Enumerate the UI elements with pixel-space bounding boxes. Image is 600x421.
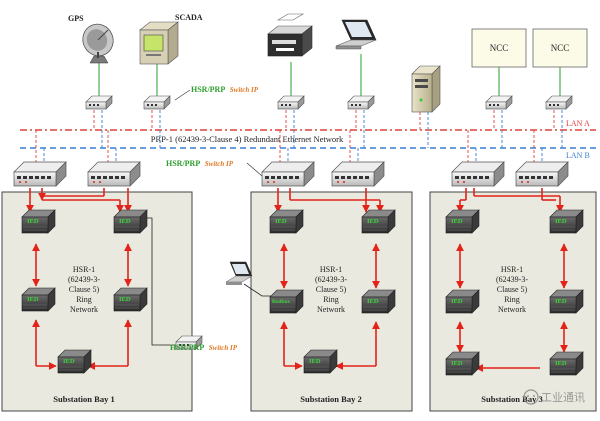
switch-ncc-1 [485, 95, 513, 110]
bay3-ring-label: HSR-1 (62439-3- Clause 5) Ring Network [496, 265, 528, 314]
ring-line1: HSR-1 [501, 265, 523, 274]
hsr-prp-pointer-mid [246, 162, 263, 177]
redbox-label: Redbox [272, 299, 290, 305]
ied-label: IED [555, 298, 567, 305]
ring-line1: HSR-1 [320, 265, 342, 274]
scada-icon [139, 21, 179, 65]
laptop-icon [335, 19, 377, 50]
ied-label: IED [555, 218, 567, 225]
bay2-laptop-link [243, 283, 272, 297]
ied-label: IED [27, 296, 39, 303]
ied-label: IED [451, 218, 463, 225]
lan-a-label: LAN A [566, 119, 590, 128]
ring-line5: Network [498, 305, 526, 314]
hsr-prp-label-mid: HSR/PRP Switch IP [166, 159, 234, 168]
ied-label: IED [119, 218, 131, 225]
switch-scada [143, 95, 171, 110]
switch-ncc-2 [545, 95, 573, 110]
watermark-text: 工业通讯 [541, 391, 585, 404]
ied-label: IED [367, 218, 379, 225]
bay1-switch-left [13, 161, 67, 187]
ring-line3: Clause 5) [497, 285, 528, 294]
ring-labels: HSR-1 (62439-3- Clause 5) Ring Network H… [68, 265, 528, 314]
bay2-laptop-icon [225, 261, 253, 285]
ied-label: IED [555, 360, 567, 367]
ring-links [26, 188, 568, 372]
ied-label: IED [63, 358, 75, 365]
switch-gps [85, 95, 113, 110]
ring-line4: Ring [323, 295, 339, 304]
uplink-lines [98, 54, 561, 96]
ied-label: IED [119, 296, 131, 303]
bay2-ring-label: HSR-1 (62439-3- Clause 5) Ring Network [315, 265, 347, 314]
ncc-label-1: NCC [490, 43, 509, 53]
ied-labels: IED IED IED IED IED IED IED Redbox IED I… [27, 218, 567, 367]
bay1-title: Substation Bay 1 [53, 394, 114, 404]
printer-icon [267, 13, 313, 57]
gps-icon [82, 23, 114, 64]
hsr-prp-label-top: HSR/PRP Switch IP [191, 85, 259, 94]
ied-label: IED [451, 360, 463, 367]
ncc-label-2: NCC [551, 43, 570, 53]
bay3-switch-left [451, 161, 505, 187]
ring-line3: Clause 5) [69, 285, 100, 294]
prp-network-label: PRP-1 (62439-3-Clause 4) Redundant Ether… [151, 134, 344, 144]
switch-printer [277, 95, 305, 110]
ied-label: IED [275, 218, 287, 225]
ring-line2: (62439-3- [496, 275, 528, 284]
bay3-switch-right [515, 161, 569, 187]
wechat-icon [523, 389, 539, 405]
ring-line2: (62439-3- [315, 275, 347, 284]
ring-line2: (62439-3- [68, 275, 100, 284]
watermark: 工业通讯 [523, 389, 585, 405]
ring-line4: Ring [504, 295, 520, 304]
lan-b-label: LAN B [566, 151, 590, 160]
ied-label: IED [309, 358, 321, 365]
switch-laptop [347, 95, 375, 110]
gps-label: GPS [68, 14, 84, 23]
ied-label: IED [27, 218, 39, 225]
ncc-box-1 [471, 28, 527, 68]
ied-label: IED [367, 298, 379, 305]
scada-label: SCADA [175, 13, 203, 22]
server-icon [411, 65, 441, 113]
ring-line5: Network [70, 305, 98, 314]
bay2-switch-left [261, 161, 315, 187]
bay2-title: Substation Bay 2 [300, 394, 361, 404]
ring-line5: Network [317, 305, 345, 314]
ring-line4: Ring [76, 295, 92, 304]
bay2-switch-right [331, 161, 385, 187]
ring-line1: HSR-1 [73, 265, 95, 274]
hsr-prp-pointer-top [174, 89, 191, 101]
bay1-switch-right [87, 161, 141, 187]
ring-line3: Clause 5) [316, 285, 347, 294]
bay1-ring-label: HSR-1 (62439-3- Clause 5) Ring Network [68, 265, 100, 314]
top-drops [93, 110, 563, 148]
bay3-title: Substation Bay 3 [481, 394, 542, 404]
ied-label: IED [451, 298, 463, 305]
hsr-prp-label-bottom: HSR/PRP Switch IP [170, 343, 238, 352]
